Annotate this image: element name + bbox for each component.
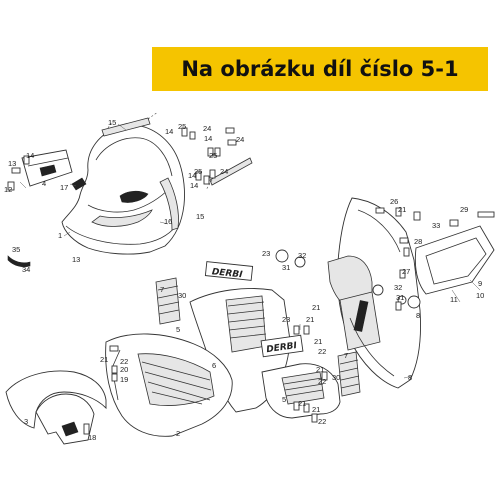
label-24: 24 xyxy=(203,124,211,133)
label-1: 1 xyxy=(58,231,62,240)
label-15: 15 xyxy=(108,118,116,127)
label-16: 16 xyxy=(164,217,172,226)
label-34: 34 xyxy=(22,265,30,274)
label-9: 9 xyxy=(478,279,482,288)
label-23: 23 xyxy=(262,249,270,258)
label-22: 22 xyxy=(318,417,326,426)
derbi-logo-top: DERBI xyxy=(211,267,243,280)
label-35: 35 xyxy=(12,245,20,254)
label-21: 21 xyxy=(398,205,406,214)
side-strip-15-top xyxy=(101,117,151,137)
screws-left xyxy=(7,155,30,191)
label-20: 20 xyxy=(120,365,128,374)
label-24: 24 xyxy=(236,135,244,144)
banner-text: Na obrázku díl číslo 5-1 xyxy=(181,57,459,81)
label-14: 14 xyxy=(26,151,34,160)
label-13: 13 xyxy=(72,255,80,264)
lower-side-panel-5 xyxy=(261,363,341,419)
front-mudguard-3 xyxy=(5,370,107,445)
label-22: 22 xyxy=(120,357,128,366)
label-21: 21 xyxy=(316,365,324,374)
label-11: 11 xyxy=(450,295,458,304)
label-13: 13 xyxy=(8,159,16,168)
label-27: 27 xyxy=(402,267,410,276)
label-2: 2 xyxy=(176,429,180,438)
leader-lines xyxy=(19,123,481,379)
label-15: 15 xyxy=(196,212,204,221)
label-21: 21 xyxy=(298,399,306,408)
derbi-badge-top: DERBI xyxy=(204,261,254,281)
label-7: 7 xyxy=(160,285,164,294)
label-21: 21 xyxy=(312,405,320,414)
label-14: 14 xyxy=(165,127,173,136)
label-25: 25 xyxy=(178,122,186,131)
label-10: 10 xyxy=(476,291,484,300)
label-12: 12 xyxy=(4,185,12,194)
label-21: 21 xyxy=(100,355,108,364)
label-7: 7 xyxy=(344,351,348,360)
label-3: 3 xyxy=(24,417,28,426)
label-14: 14 xyxy=(190,181,198,190)
label-33: 33 xyxy=(432,221,440,230)
label-29: 29 xyxy=(460,205,468,214)
cover-part-4 xyxy=(21,149,73,187)
label-26: 26 xyxy=(390,197,398,206)
label-30: 30 xyxy=(332,373,340,382)
label-32: 32 xyxy=(394,283,402,292)
label-32: 32 xyxy=(298,251,306,260)
label-21: 21 xyxy=(306,315,314,324)
lens-35 xyxy=(7,255,31,268)
label-21: 21 xyxy=(312,303,320,312)
label-24: 24 xyxy=(220,167,228,176)
label-22: 22 xyxy=(318,377,326,386)
fasteners-right xyxy=(83,207,495,435)
label-14: 14 xyxy=(204,134,212,143)
lower-panel-2 xyxy=(105,333,233,437)
label-8: 8 xyxy=(416,311,420,320)
decal-17 xyxy=(71,177,87,191)
label-4: 4 xyxy=(42,179,46,188)
part-number-banner: Na obrázku díl číslo 5-1 xyxy=(152,47,488,91)
part-labels: 15 14 25 24 14 24 25 14 25 14 24 15 17 1… xyxy=(4,118,484,442)
label-18: 18 xyxy=(88,433,96,442)
label-31: 31 xyxy=(282,263,290,272)
label-8: 8 xyxy=(408,373,412,382)
label-14: 14 xyxy=(188,171,196,180)
label-22: 22 xyxy=(318,347,326,356)
label-30: 30 xyxy=(178,291,186,300)
label-23: 23 xyxy=(282,315,290,324)
vent-grille-7 xyxy=(155,277,181,325)
label-21: 21 xyxy=(314,337,322,346)
side-stripe-16 xyxy=(159,177,179,231)
label-6: 6 xyxy=(212,361,216,370)
round-grommets xyxy=(275,249,421,309)
fasteners-top xyxy=(181,127,237,185)
rear-cover-9 xyxy=(414,225,495,295)
label-25: 25 xyxy=(209,151,217,160)
label-5: 5 xyxy=(282,395,286,404)
label-5: 5 xyxy=(176,325,180,334)
vent-grille-30 xyxy=(337,351,361,397)
label-17: 17 xyxy=(60,183,68,192)
label-19: 19 xyxy=(120,375,128,384)
label-31: 31 xyxy=(396,293,404,302)
side-strip-15-right xyxy=(205,157,253,191)
front-fairing xyxy=(61,111,185,255)
label-25: 25 xyxy=(194,167,202,176)
derbi-label-23: DERBI xyxy=(260,334,304,358)
label-28: 28 xyxy=(414,237,422,246)
derbi-logo-center: DERBI xyxy=(266,341,298,355)
